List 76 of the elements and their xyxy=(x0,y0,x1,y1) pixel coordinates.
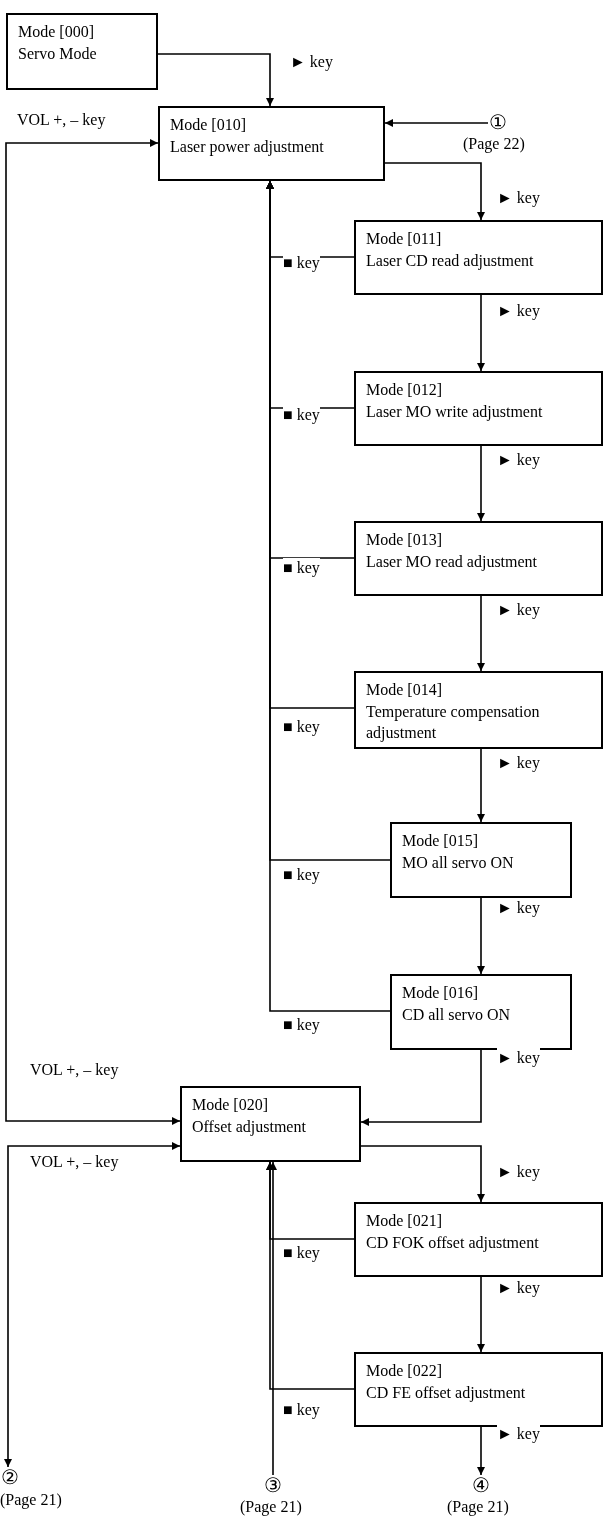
mode-box xyxy=(390,822,572,898)
edge-label: ■ key xyxy=(283,1015,320,1035)
mode-box xyxy=(354,1352,603,1427)
edge-label: VOL +, – key xyxy=(17,110,106,130)
edge-label: ► key xyxy=(497,450,540,470)
mode-name: Laser power adjustment xyxy=(170,136,325,158)
edge-label: ■ key xyxy=(283,1243,320,1263)
mode-box xyxy=(158,106,385,181)
mode-number: Mode [011] xyxy=(366,229,443,249)
arrow xyxy=(360,1049,482,1126)
arrow xyxy=(477,897,485,975)
mode-name: Offset adjustment xyxy=(192,1116,307,1138)
edge-label: ► key xyxy=(497,1424,540,1444)
edge-label: ► key xyxy=(497,898,540,918)
arrow xyxy=(477,1276,485,1353)
mode-box xyxy=(354,220,603,295)
arrow xyxy=(477,748,485,823)
arrow xyxy=(4,1142,181,1468)
edge-label: ■ key xyxy=(283,253,320,273)
edge-label: ► key xyxy=(497,301,540,321)
edge-label: ► key xyxy=(497,753,540,773)
edge-label: ► key xyxy=(497,1048,540,1068)
mode-number: Mode [012] xyxy=(366,380,443,400)
arrow xyxy=(384,119,489,127)
mode-box xyxy=(390,974,572,1050)
mode-name: Laser CD read adjustment xyxy=(366,250,535,272)
page-reference: (Page 21) xyxy=(0,1490,62,1510)
arrow xyxy=(157,53,274,107)
key-label: VOL +, – key xyxy=(30,1060,119,1080)
arrow xyxy=(477,1426,485,1476)
mode-number: Mode [010] xyxy=(170,115,247,135)
edge-label: ► key xyxy=(290,52,333,72)
arrow xyxy=(477,294,485,372)
mode-name: CD FOK offset adjustment xyxy=(366,1232,540,1254)
arrow xyxy=(269,1161,277,1476)
arrow xyxy=(5,139,181,1125)
mode-number: Mode [015] xyxy=(402,831,479,851)
edge-label: ■ key xyxy=(283,405,320,425)
mode-box xyxy=(354,1202,603,1277)
mode-number: Mode [013] xyxy=(366,530,443,550)
mode-number: Mode [000] xyxy=(18,22,95,42)
arrow xyxy=(477,595,485,672)
page-reference: (Page 21) xyxy=(447,1497,509,1517)
mode-box xyxy=(354,371,603,446)
mode-name: Laser MO write adjustment xyxy=(366,401,544,423)
mode-name: Laser MO read adjustment xyxy=(366,551,539,573)
mode-number: Mode [016] xyxy=(402,983,479,1003)
edge-label: ■ key xyxy=(283,865,320,885)
mode-name: Servo Mode xyxy=(18,43,98,64)
mode-name: MO all servo ON xyxy=(402,852,515,873)
edge-label: ► key xyxy=(497,1278,540,1298)
edge-label: ■ key xyxy=(283,1400,320,1420)
arrow xyxy=(477,445,485,522)
edge-label: ► key xyxy=(497,188,540,208)
mode-number: Mode [022] xyxy=(366,1361,443,1381)
mode-name: CD all servo ON xyxy=(402,1004,511,1025)
mode-box xyxy=(354,671,603,749)
edge-label: VOL +, – key xyxy=(30,1152,119,1172)
mode-number: Mode [021] xyxy=(366,1211,443,1231)
mode-name: Temperature compensation adjustment xyxy=(366,701,541,744)
page-reference: (Page 22) xyxy=(463,134,525,154)
edge-label: ► key xyxy=(497,1162,540,1182)
mode-number: Mode [014] xyxy=(366,680,443,700)
mode-box xyxy=(6,13,158,90)
mode-name: CD FE offset adjustment xyxy=(366,1382,527,1404)
arrow xyxy=(360,1145,485,1203)
mode-number: Mode [020] xyxy=(192,1095,269,1115)
edge-label: ■ key xyxy=(283,717,320,737)
mode-box xyxy=(354,521,603,596)
arrow xyxy=(266,1161,355,1390)
arrow xyxy=(266,180,391,1012)
edge-label: ► key xyxy=(497,600,540,620)
arrow xyxy=(384,162,485,221)
mode-box xyxy=(180,1086,361,1162)
page-reference: (Page 21) xyxy=(240,1497,302,1517)
edge-label: ■ key xyxy=(283,558,320,578)
